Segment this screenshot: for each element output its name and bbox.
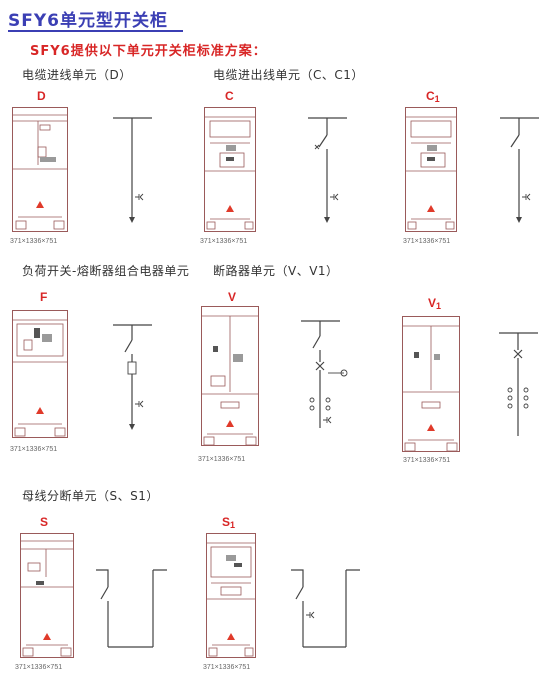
unit-code-d: D: [37, 89, 46, 103]
schematic-f: [110, 322, 155, 437]
schematic-c: [305, 115, 350, 230]
warning-triangle-icon: [427, 205, 435, 212]
warning-triangle-icon: [227, 633, 235, 640]
dims-c: 371×1336×751: [200, 238, 248, 245]
schematic-v1: [496, 330, 546, 445]
cabinet-f: [12, 310, 68, 438]
schematic-v: [298, 318, 353, 438]
cabinet-v1: [402, 316, 460, 452]
unit-code-c1: C1: [426, 89, 440, 104]
unit-code-v1: V1: [428, 296, 442, 311]
section-label-breaker: 断路器单元（V、V1）: [213, 264, 339, 278]
cabinet-c: [204, 107, 256, 232]
page-title: SFY6单元型开关柜: [8, 11, 168, 31]
section-label-cable-in: 电缆进线单元（D）: [22, 68, 132, 82]
cabinet-v: [201, 306, 259, 446]
dims-s: 371×1336×751: [15, 664, 63, 671]
schematic-s1: [288, 567, 368, 657]
unit-code-f: F: [40, 290, 48, 304]
unit-code-s1: S1: [222, 515, 236, 530]
unit-code-v: V: [228, 290, 237, 304]
warning-triangle-icon: [226, 205, 234, 212]
cabinet-d: [12, 107, 68, 232]
warning-triangle-icon: [226, 420, 234, 427]
warning-triangle-icon: [43, 633, 51, 640]
section-label-busbar-sect: 母线分断单元（S、S1）: [22, 489, 159, 503]
cabinet-c1: [405, 107, 457, 232]
dims-v1: 371×1336×751: [403, 457, 451, 464]
unit-code-c: C: [225, 89, 234, 103]
dims-f: 371×1336×751: [10, 446, 58, 453]
dims-d: 371×1336×751: [10, 238, 58, 245]
cabinet-s1: [206, 533, 256, 658]
section-label-load-switch-fuse: 负荷开关-熔断器组合电器单元: [22, 264, 190, 278]
dims-s1: 371×1336×751: [203, 664, 251, 671]
warning-triangle-icon: [427, 424, 435, 431]
section-label-cable-in-out: 电缆进出线单元（C、C1）: [213, 68, 364, 82]
dims-v: 371×1336×751: [198, 456, 246, 463]
warning-triangle-icon: [36, 407, 44, 414]
schematic-c1: [497, 115, 542, 230]
schematic-d: [110, 115, 155, 230]
subtitle: SFY6提供以下单元开关柜标准方案：: [30, 44, 267, 59]
warning-triangle-icon: [36, 201, 44, 208]
schematic-s: [93, 567, 173, 652]
title-underline: [8, 30, 183, 32]
cabinet-s: [20, 533, 74, 658]
unit-code-s: S: [40, 515, 49, 529]
dims-c1: 371×1336×751: [403, 238, 451, 245]
